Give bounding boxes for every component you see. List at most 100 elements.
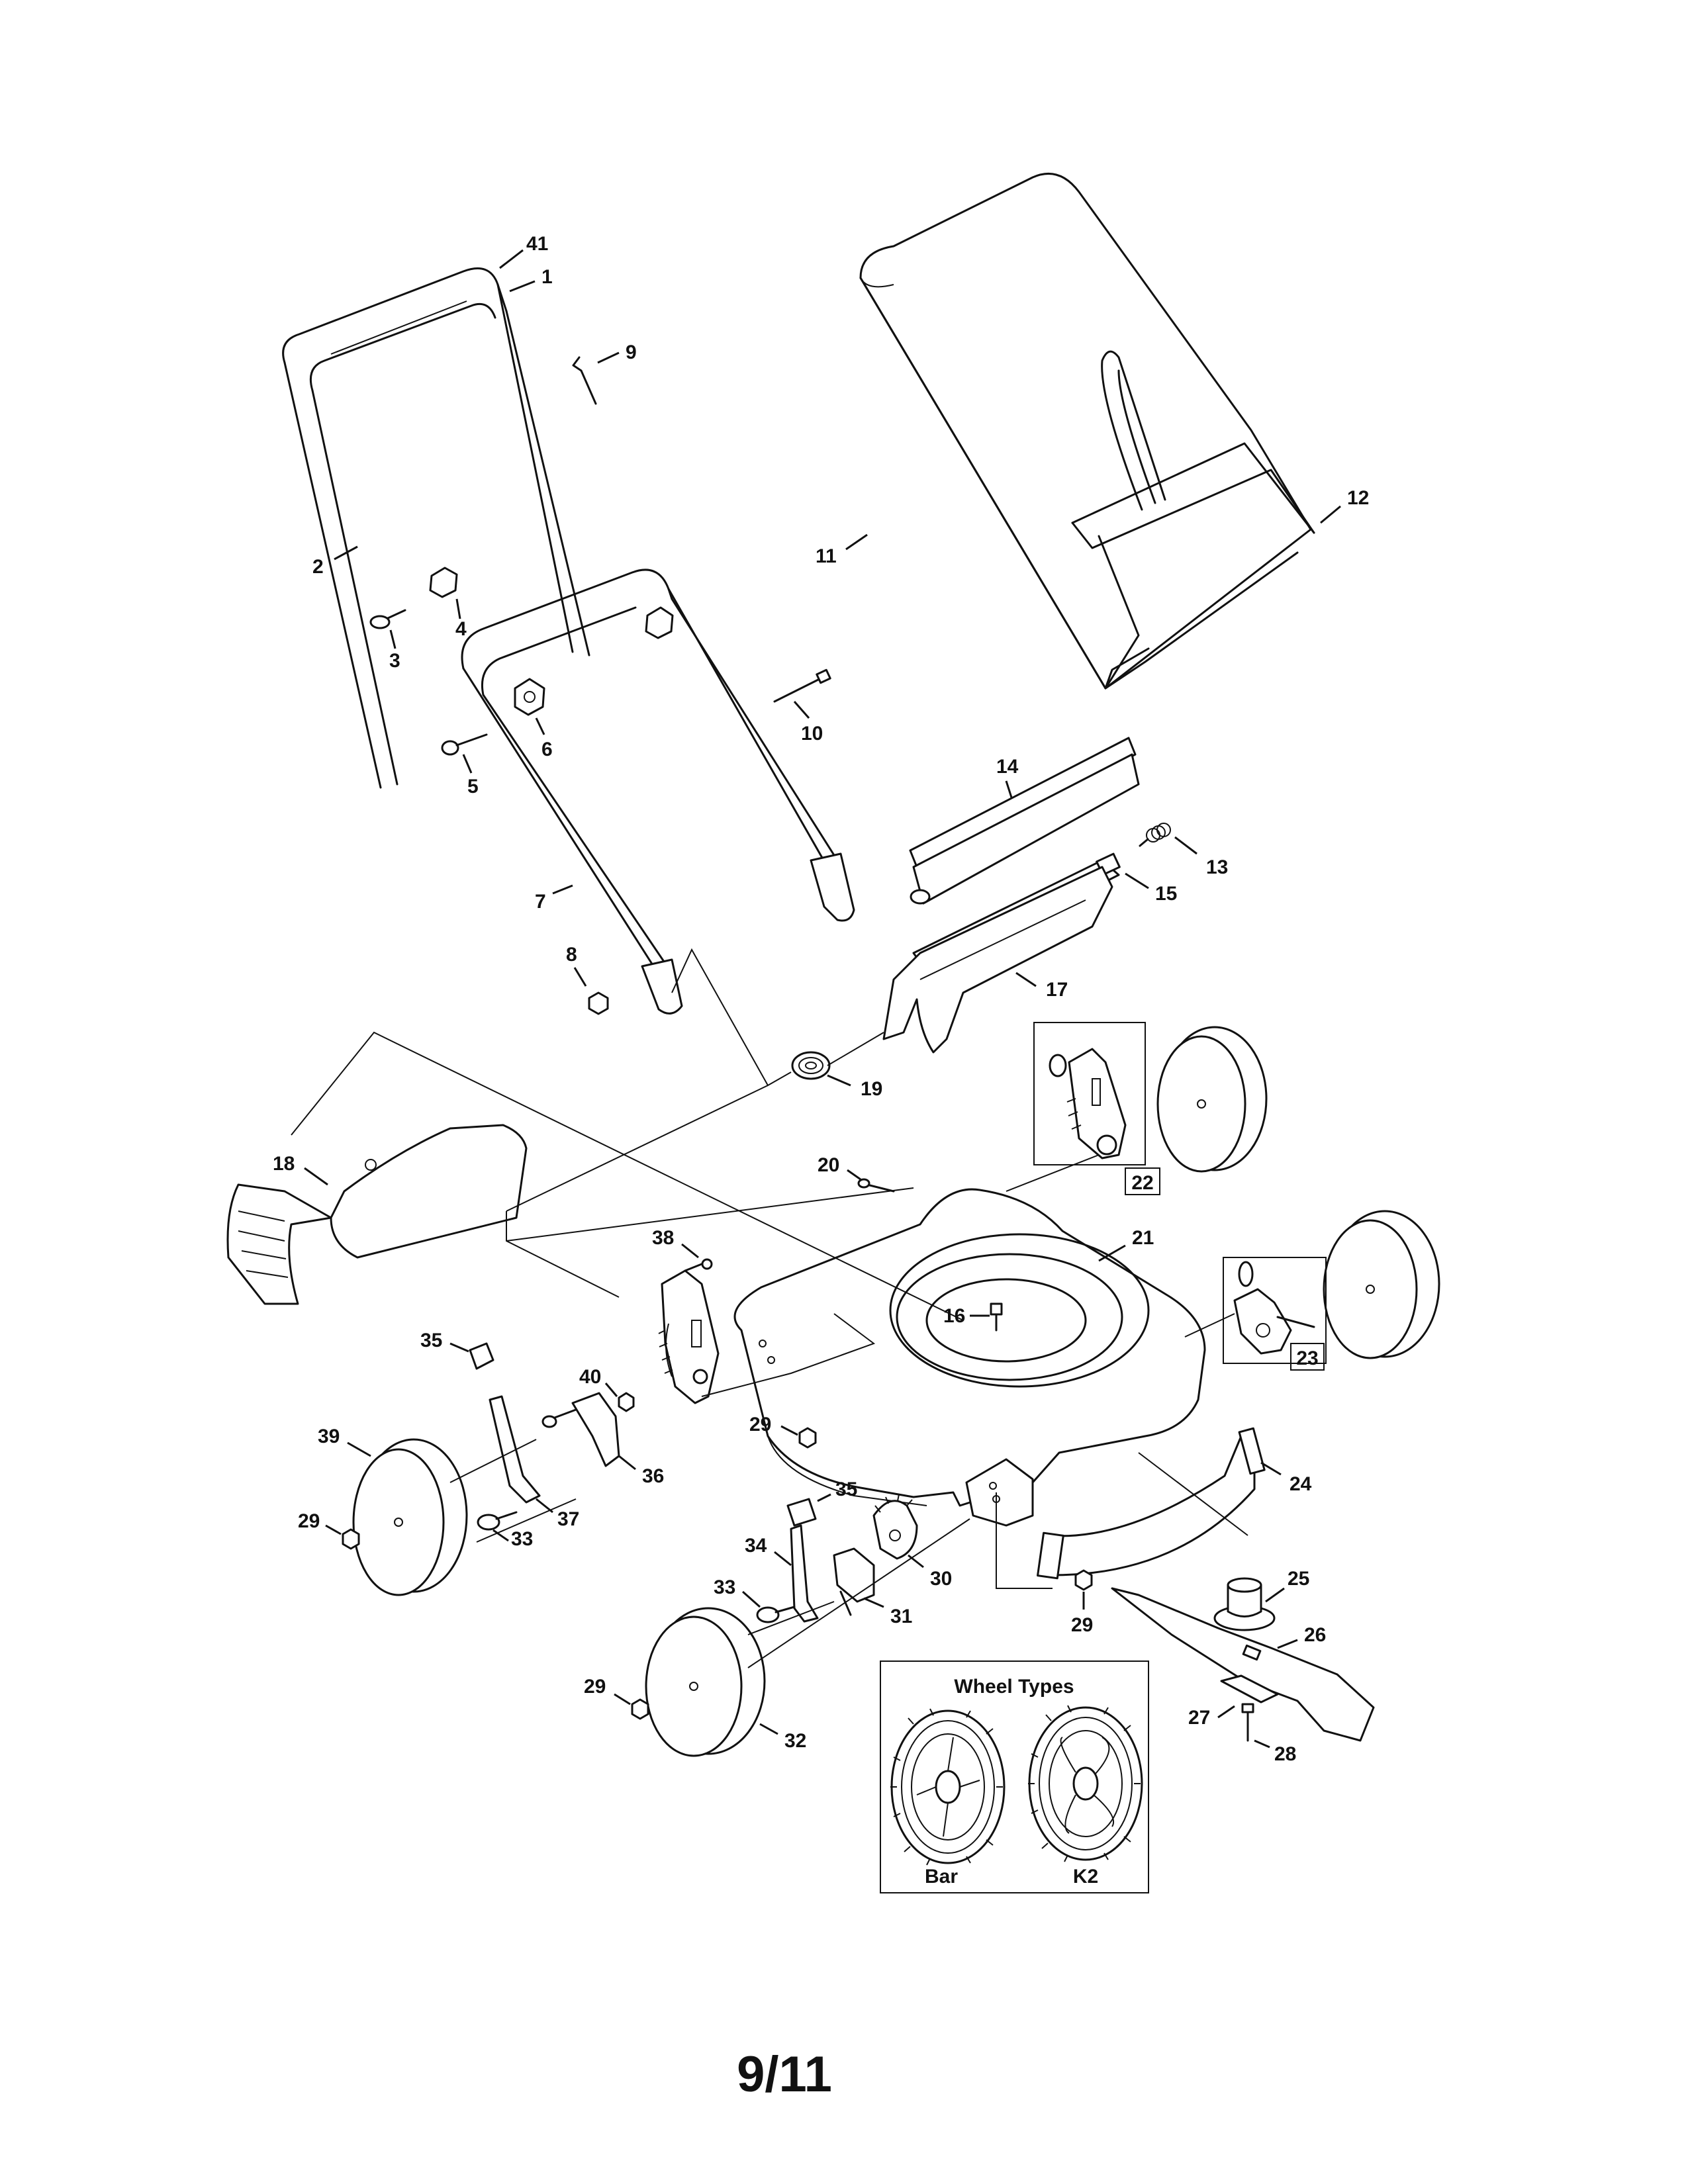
callout-label: 37 <box>557 1508 579 1530</box>
callout-9: 9 <box>597 341 637 364</box>
callout-21: 21 <box>1098 1227 1154 1262</box>
callout-14: 14 <box>996 756 1019 798</box>
k2-wheel-icon <box>1028 1705 1143 1862</box>
nut-40 <box>618 1392 635 1412</box>
callout-label: 21 <box>1132 1227 1154 1249</box>
callout-label: 35 <box>420 1330 442 1351</box>
callout-13: 13 <box>1174 836 1228 878</box>
callout-11: 11 <box>816 533 868 567</box>
handle-bolt-5 <box>441 733 488 756</box>
callout-2: 2 <box>312 545 358 578</box>
callout-label: 41 <box>526 233 548 255</box>
callout-label: 7 <box>535 891 546 913</box>
callout-label: 33 <box>511 1528 533 1550</box>
handle-bolt-3 <box>369 609 406 629</box>
lever-37 <box>489 1395 541 1504</box>
callout-label: 36 <box>642 1465 664 1487</box>
callout-label: 29 <box>298 1510 320 1532</box>
callout-8: 8 <box>566 944 587 987</box>
deck-bolt-20 <box>857 1178 895 1193</box>
callout-33-front: 33 <box>714 1576 761 1608</box>
callout-33-left: 33 <box>492 1528 533 1550</box>
handle-knob-6 <box>514 678 545 716</box>
callout-36: 36 <box>618 1455 664 1487</box>
callout-label: 8 <box>566 944 577 966</box>
callout-41: 41 <box>499 233 548 269</box>
bar-wheel-icon <box>890 1708 1006 1866</box>
callout-label: 40 <box>579 1366 601 1388</box>
wheel-cap-35-front <box>786 1498 817 1527</box>
nut-29-rear-baffle <box>1074 1569 1093 1591</box>
callout-label: 1 <box>541 266 553 288</box>
callout-29-front-left: 29 <box>584 1676 631 1706</box>
callout-label: 28 <box>1274 1743 1296 1765</box>
callout-label: 4 <box>455 618 467 640</box>
bracket-31 <box>833 1547 875 1616</box>
handle-knob-upper-right <box>645 606 674 639</box>
callout-label: 32 <box>784 1730 806 1752</box>
callout-label: 27 <box>1188 1707 1210 1729</box>
bar-wheel-label: Bar <box>925 1866 958 1888</box>
callout-label: 2 <box>312 556 324 578</box>
callout-27: 27 <box>1188 1705 1235 1729</box>
wheel-types-box: Wheel Types Bar K2 <box>880 1661 1149 1893</box>
nut-29-front-left <box>631 1698 649 1720</box>
callout-29-deck: 29 <box>749 1414 798 1436</box>
callout-label: 16 <box>943 1305 965 1327</box>
rear-discharge-door-17 <box>882 866 1113 1054</box>
callout-label: 29 <box>1071 1614 1093 1636</box>
callout-label: 14 <box>996 756 1019 778</box>
callout-label: 15 <box>1155 883 1177 905</box>
callout-label: 25 <box>1288 1568 1309 1590</box>
callout-label: 31 <box>890 1606 912 1627</box>
callout-label: 22 <box>1131 1172 1153 1194</box>
callout-label: 24 <box>1289 1473 1312 1495</box>
callout-22: 22 <box>1125 1167 1160 1195</box>
callout-4: 4 <box>455 598 467 640</box>
nut-29-deck <box>798 1427 817 1449</box>
callout-32: 32 <box>759 1723 806 1752</box>
upper-handle <box>282 267 590 789</box>
wheel-32-front-left <box>645 1607 766 1757</box>
cable-clip-9 <box>572 356 597 405</box>
grass-bag <box>859 172 1315 690</box>
callout-5: 5 <box>462 754 479 797</box>
rear-door-hinge-rod-14 <box>909 737 1140 905</box>
callout-label: 39 <box>318 1426 340 1447</box>
callout-30: 30 <box>908 1554 952 1590</box>
callout-18: 18 <box>273 1153 328 1186</box>
callout-26: 26 <box>1277 1624 1326 1649</box>
callout-15: 15 <box>1125 872 1177 905</box>
callout-label: 23 <box>1296 1347 1318 1369</box>
callout-35-front: 35 <box>817 1479 857 1502</box>
callout-label: 38 <box>652 1227 674 1249</box>
nut-29-rear-left <box>342 1528 360 1550</box>
callout-39: 39 <box>318 1426 371 1457</box>
callout-31: 31 <box>863 1597 912 1627</box>
lower-handle <box>461 569 855 1015</box>
callout-label: 20 <box>818 1154 839 1176</box>
callout-16: 16 <box>943 1305 990 1327</box>
k2-wheel-label: K2 <box>1073 1866 1098 1888</box>
callout-label: 10 <box>801 723 823 745</box>
callout-label: 33 <box>714 1576 735 1598</box>
height-adjuster-kit-22 <box>1033 1022 1146 1165</box>
callout-10: 10 <box>793 701 823 745</box>
handle-nut-8 <box>588 991 609 1015</box>
callout-label: 11 <box>816 545 837 567</box>
height-plate-30 <box>872 1494 918 1560</box>
callout-25: 25 <box>1265 1568 1309 1603</box>
callout-35-left: 35 <box>420 1330 469 1353</box>
torsion-spring-13 <box>1139 823 1171 847</box>
mower-deck-21 <box>733 1188 1206 1527</box>
callout-label: 5 <box>467 776 479 797</box>
callout-label: 18 <box>273 1153 295 1175</box>
callout-label: 29 <box>749 1414 771 1435</box>
callout-23: 23 <box>1290 1343 1325 1371</box>
callout-label: 35 <box>835 1479 857 1500</box>
wheel-rear-right <box>1156 1026 1268 1173</box>
blade-stiffener-27 <box>1220 1674 1279 1704</box>
rear-baffle-24 <box>1037 1427 1266 1580</box>
height-adjuster-kit-23 <box>1223 1257 1327 1364</box>
blade-adapter-25 <box>1213 1577 1276 1631</box>
